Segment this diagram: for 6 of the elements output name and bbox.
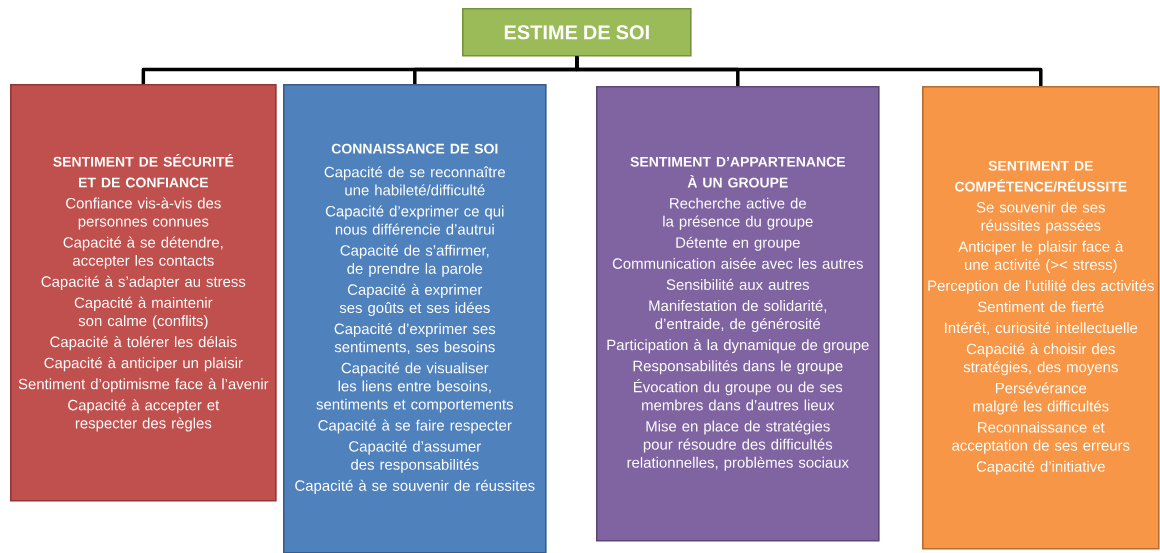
title-box: ESTIME DE SOI bbox=[462, 8, 692, 57]
category-column: CONNAISSANCE DE SOI Capacité de se reconnaître une habileté/difficulté Capacité d’exprimer ce qui nous différencie d’autrui Capacité de s’affirmer, de prendre la parole Capacité à exprimer ses goûts et ses idées Capacité d’exprimer ses sentiments, ses besoins Capacité de visualiser les liens entre besoins, sentiments et comportements Capacité à se faire respecter Capacité d’assumer des responsabilités Capacité à se souvenir de réussites bbox=[283, 84, 547, 553]
category-column: SENTIMENT DE COMPÉTENCE/RÉUSSITE Se souvenir de ses réussites passées Anticiper le plaisir face à une activité (>< stress) Perception de l’utilité des activités Sentiment de fierté Intérêt, curiosité intellectuelle Capacité à choisir des stratégies, des moyens Persévérance malgré les difficultés Reconnaissance et acceptation de ses erreurs Capacité d’initiative bbox=[922, 86, 1160, 550]
connector-line bbox=[575, 56, 1043, 86]
category-column: SENTIMENT D’APPARTENANCE À UN GROUPE Recherche active de la présence du groupe Détente en groupe Communication aisée avec les autres Sensibilité aux autres Manifestation de solidarité, d’entraide, de générosité Participation à la dynamique de groupe Responsabilités dans le groupe Évocation du groupe ou de ses membres dans d’autres lieux Mise en place de stratégies pour résoudre des difficultés relationnelles, problèmes sociaux bbox=[596, 86, 880, 542]
category-column: SENTIMENT DE SÉCURITÉ ET DE CONFIANCE Confiance vis-à-vis des personnes connues Capacité à se détendre, accepter les contacts Capacité à s’adapter au stress Capacité à maintenir son calme (conflits) Capacité à tolérer les délais Capacité à anticiper un plaisir Sentiment d’optimisme face à l’avenir Capacité à accepter et respecter des règles bbox=[10, 84, 277, 502]
